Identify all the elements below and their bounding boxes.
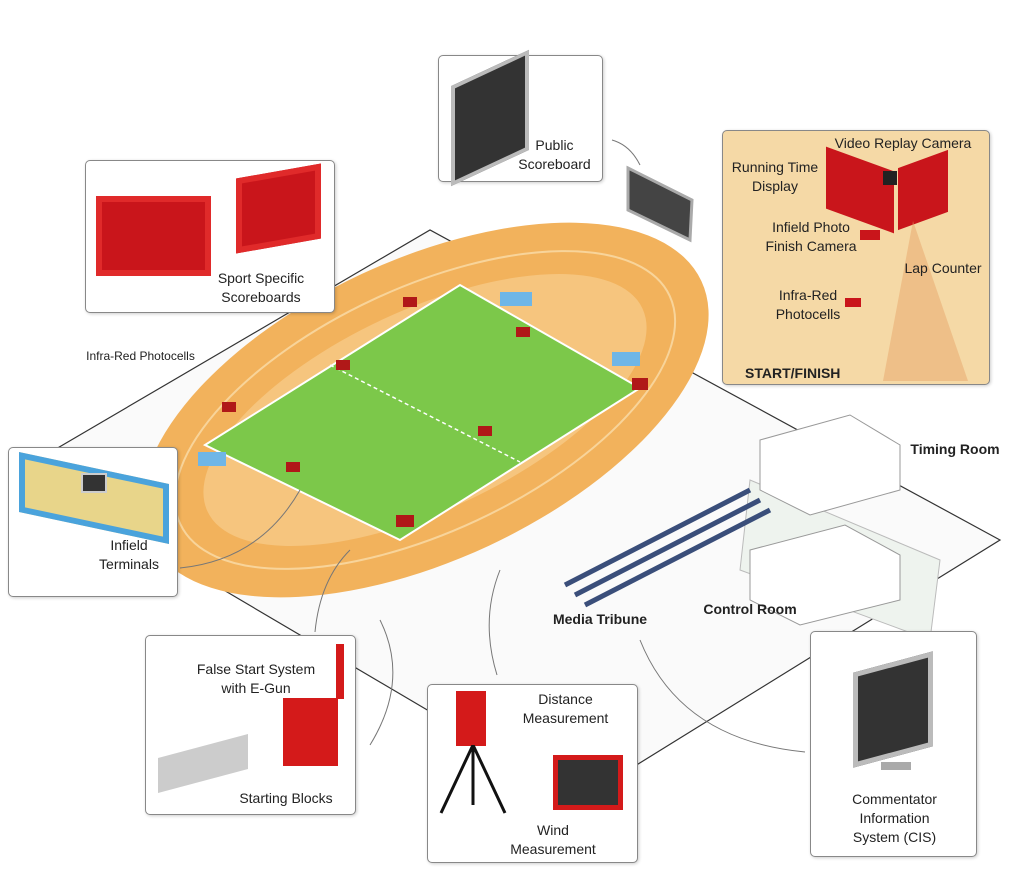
photocell-icon	[845, 298, 861, 307]
e-gun-icon	[336, 644, 344, 699]
media-tribune-label: Media Tribune	[552, 611, 648, 627]
photo-finish-camera-icon	[860, 230, 880, 240]
running-time-display-icon	[898, 149, 948, 231]
field-equipment-markers	[222, 297, 648, 527]
timing-room-label: Timing Room	[910, 441, 1000, 457]
control-room-building	[749, 524, 901, 626]
control-room-label: Control Room	[703, 601, 797, 617]
video-replay-camera-label: Video Replay Camera	[834, 135, 972, 151]
tripod-icon	[439, 745, 507, 814]
camera-beam	[883, 221, 968, 381]
desk-icon	[19, 452, 169, 544]
starting-blocks-label: Starting Blocks	[239, 790, 333, 806]
start-finish-label: START/FINISH	[745, 365, 841, 381]
wind-gauge-icon	[553, 755, 623, 810]
monitor-icon	[853, 651, 933, 768]
distance-meter-icon	[456, 691, 486, 746]
mats	[198, 292, 640, 466]
connector-lines	[179, 139, 806, 753]
monitor-stand-icon	[881, 762, 911, 770]
timing-room-building	[759, 414, 901, 516]
red-scoreboard-icon	[96, 196, 211, 276]
infra-red-photocells-label: Infra-Red Photocells	[86, 349, 195, 363]
starting-blocks-icon	[158, 733, 248, 794]
red-scoreboard-icon	[236, 163, 321, 254]
laptop-icon	[81, 473, 107, 493]
field-line	[329, 364, 521, 463]
track-lane-lines	[173, 250, 677, 570]
media-tribune-rows	[563, 487, 772, 608]
lap-counter-label: Lap Counter	[904, 260, 982, 276]
public-screen	[626, 165, 694, 243]
false-start-unit-icon	[283, 698, 338, 766]
video-camera-icon	[883, 171, 897, 185]
